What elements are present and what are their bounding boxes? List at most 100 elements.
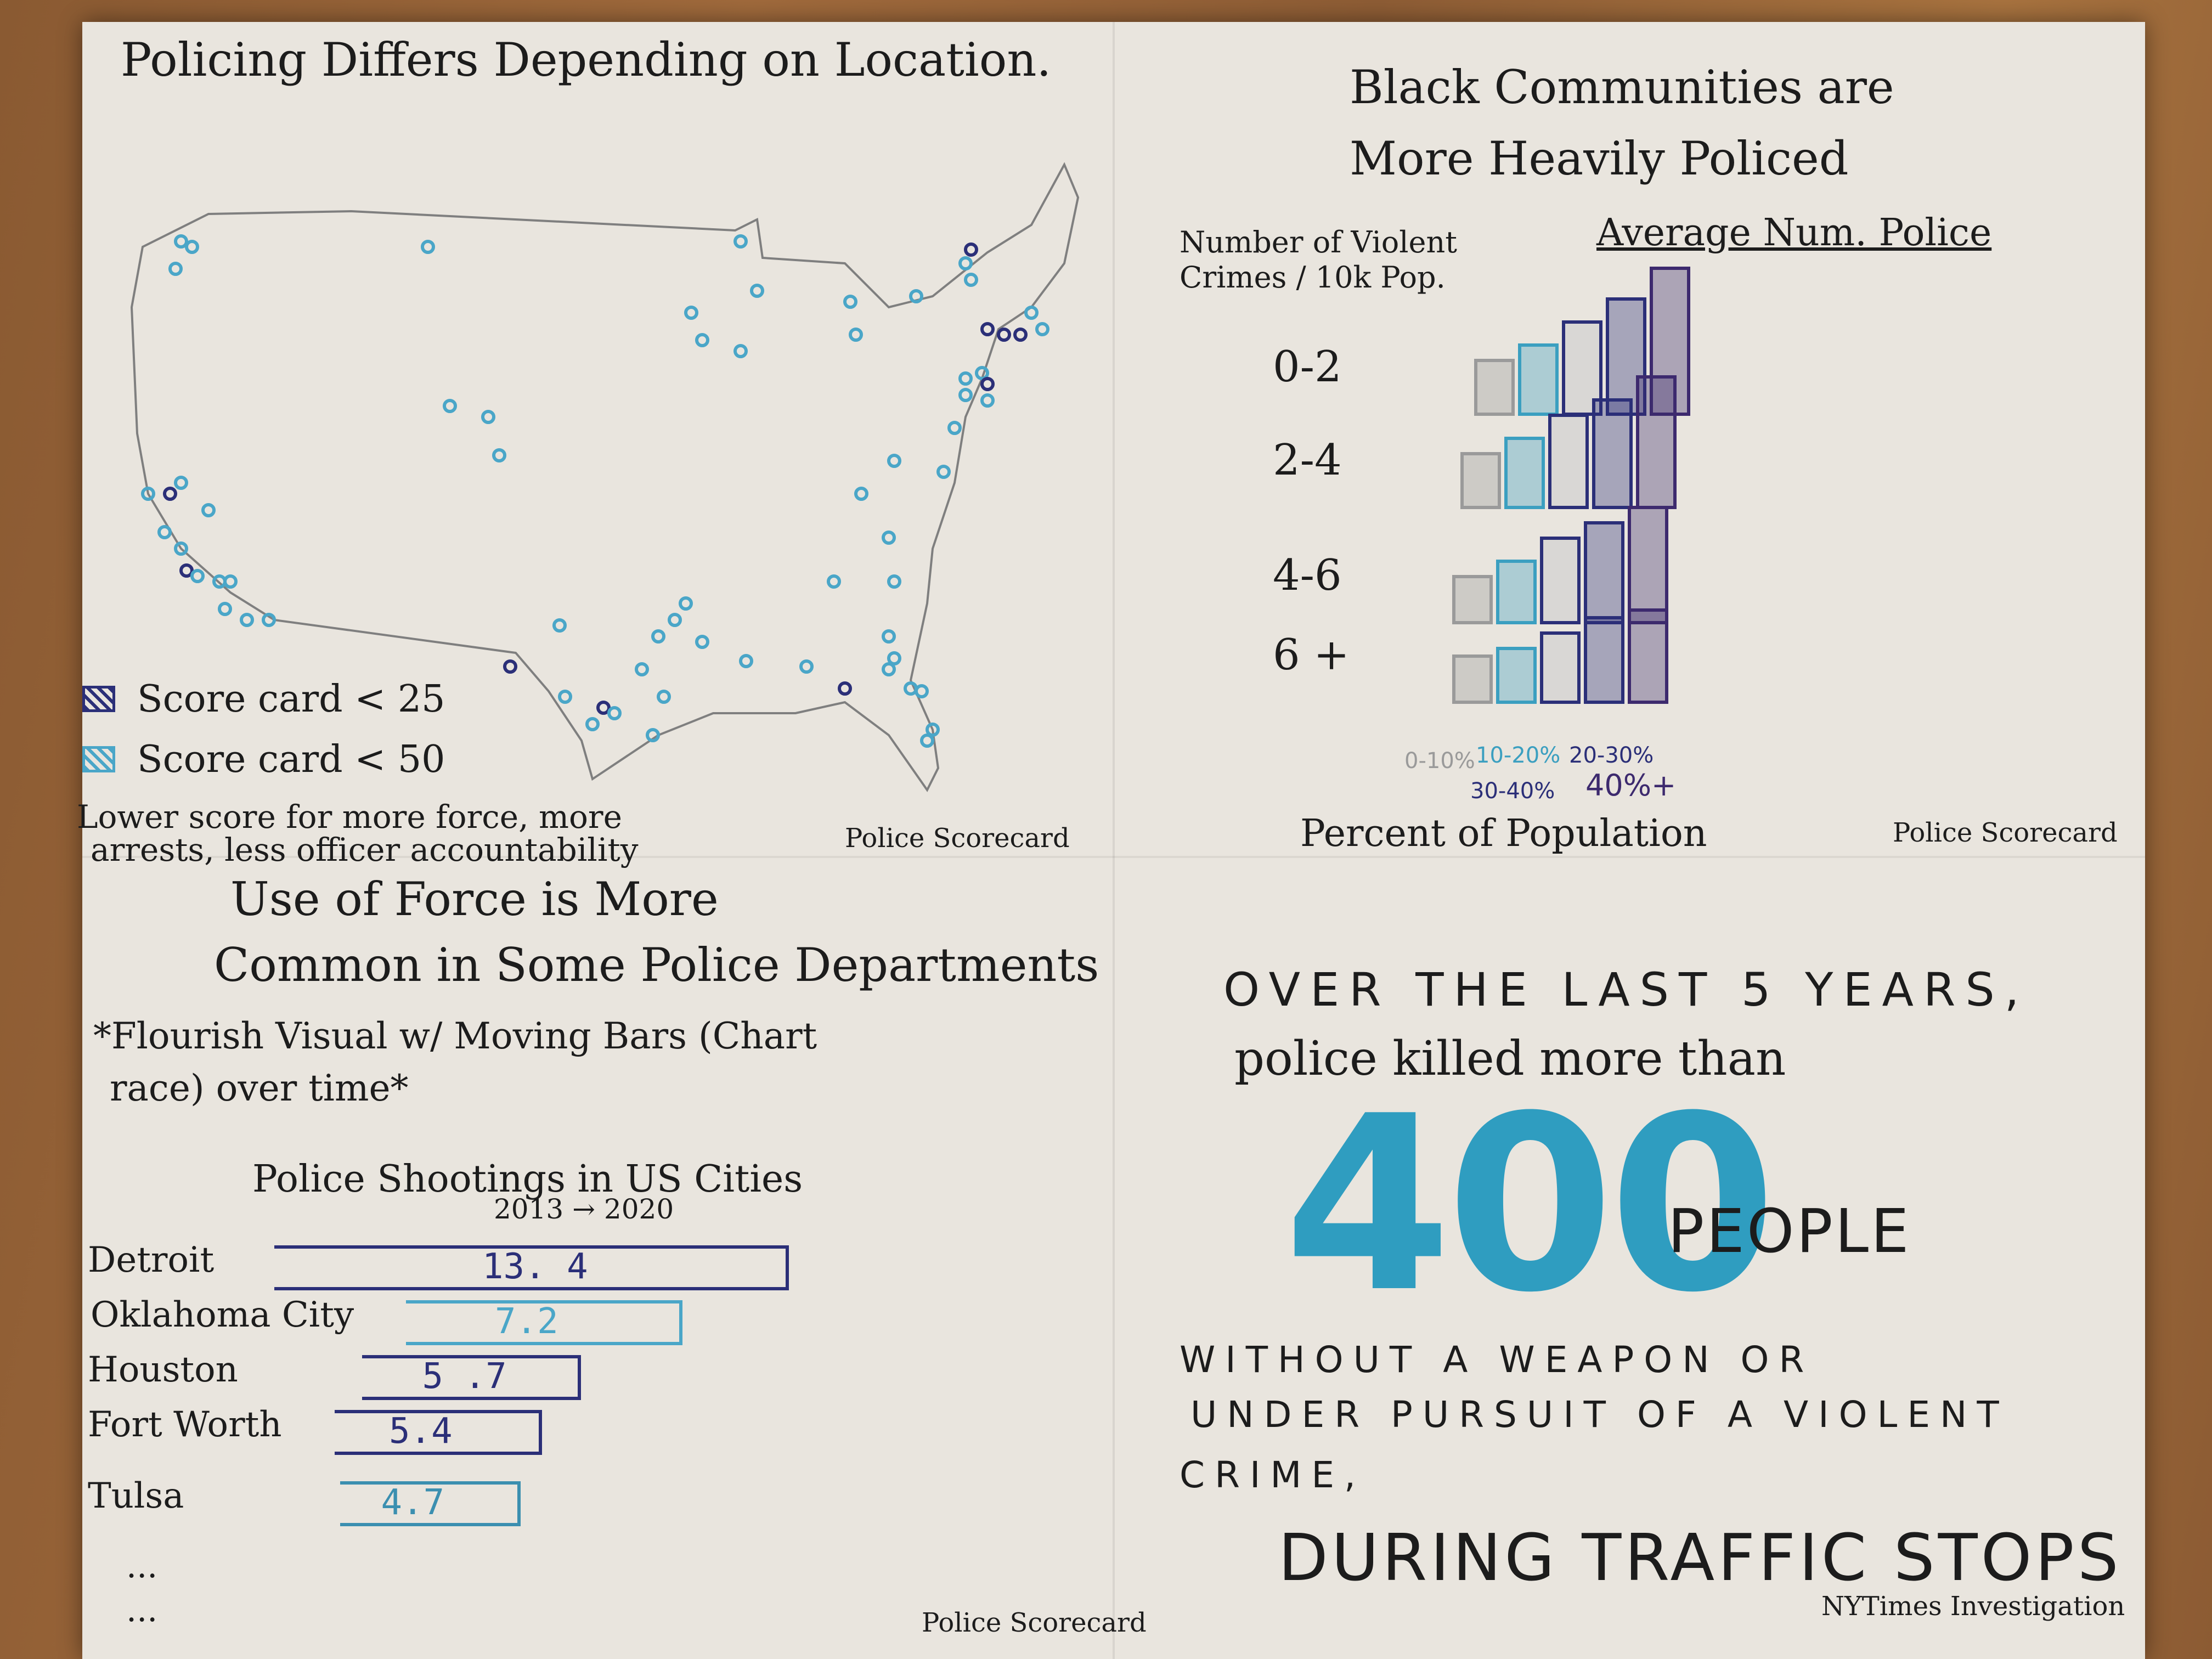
shootings-title-line2: Common in Some Police Departments bbox=[214, 938, 1099, 992]
map-dot bbox=[695, 635, 709, 649]
bar-2-3 bbox=[1584, 521, 1624, 624]
bar-1-4 bbox=[1636, 375, 1677, 509]
map-dot bbox=[958, 388, 973, 402]
series-label-1: 10-20% bbox=[1476, 743, 1560, 768]
shootings-value-3: 5.4 bbox=[389, 1411, 453, 1452]
map-dot bbox=[558, 690, 572, 704]
map-dot bbox=[849, 328, 863, 342]
map-dot bbox=[596, 701, 611, 715]
paper-sheet bbox=[82, 22, 2145, 1659]
stat-line5: CRIME, bbox=[1180, 1454, 1366, 1496]
bar-0-1 bbox=[1518, 343, 1559, 416]
bars-title-line1: Black Communities are bbox=[1350, 60, 1894, 114]
map-dot bbox=[421, 240, 435, 254]
bars-xlabel: Percent of Population bbox=[1300, 812, 1707, 855]
map-dot bbox=[174, 541, 188, 556]
city-label-1: Oklahoma City bbox=[91, 1295, 354, 1335]
map-dot bbox=[657, 690, 671, 704]
map-dot bbox=[843, 295, 857, 309]
map-dot bbox=[980, 322, 995, 336]
bar-0-2 bbox=[1562, 320, 1602, 416]
map-dot bbox=[481, 410, 495, 424]
map-dot bbox=[141, 487, 155, 501]
map-dot bbox=[964, 273, 978, 287]
map-dot bbox=[503, 659, 517, 674]
series-label-3: 30-40% bbox=[1470, 778, 1555, 804]
stat-unit: PEOPLE bbox=[1668, 1196, 1911, 1266]
stat-line4: UNDER PURSUIT OF A VIOLENT bbox=[1190, 1393, 2009, 1436]
bar-1-2 bbox=[1548, 414, 1589, 509]
bar-0-4 bbox=[1650, 267, 1690, 416]
map-dot bbox=[909, 289, 923, 303]
map-dot bbox=[262, 613, 276, 627]
shootings-value-0: 13. 4 bbox=[482, 1246, 588, 1287]
map-dot bbox=[958, 371, 973, 386]
bar-0-0 bbox=[1474, 359, 1515, 416]
paper-fold-vertical bbox=[1113, 22, 1115, 1659]
category-label-3: 6 + bbox=[1273, 630, 1350, 680]
map-dot bbox=[739, 654, 753, 668]
map-dot bbox=[1013, 328, 1028, 342]
city-label-2: Houston bbox=[88, 1350, 238, 1390]
map-dot bbox=[174, 476, 188, 490]
shootings-chart-subtitle: 2013 → 2020 bbox=[494, 1193, 674, 1225]
map-dot bbox=[887, 454, 901, 468]
map-dot bbox=[168, 262, 183, 276]
map-dot bbox=[1035, 322, 1049, 336]
map-dot bbox=[887, 574, 901, 589]
map-dot bbox=[750, 284, 764, 298]
map-dot bbox=[646, 728, 660, 742]
map-title: Policing Differs Depending on Location. bbox=[121, 33, 1052, 87]
map-dot bbox=[887, 651, 901, 665]
map-note-line1: Lower score for more force, more bbox=[77, 798, 622, 836]
map-dot bbox=[926, 723, 940, 737]
shootings-note-line1: *Flourish Visual w/ Moving Bars (Chart bbox=[93, 1015, 817, 1057]
map-dot bbox=[492, 448, 506, 462]
map-note-line2: arrests, less officer accountability bbox=[91, 831, 639, 868]
map-dot bbox=[947, 421, 962, 435]
bar-1-0 bbox=[1460, 452, 1501, 509]
shootings-bar-4 bbox=[340, 1481, 521, 1526]
map-dot bbox=[733, 234, 748, 249]
map-dot bbox=[997, 328, 1011, 342]
stat-number: 400 bbox=[1284, 1064, 1776, 1345]
city-label-3: Fort Worth bbox=[88, 1404, 282, 1445]
shootings-title-line1: Use of Force is More bbox=[230, 872, 719, 926]
map-dot bbox=[201, 503, 216, 517]
legend-swatch-25 bbox=[82, 686, 115, 712]
map-dot bbox=[163, 487, 177, 501]
bar-2-2 bbox=[1540, 537, 1581, 624]
map-dot bbox=[218, 602, 232, 616]
map-dot bbox=[882, 531, 896, 545]
map-dot bbox=[157, 525, 172, 539]
map-dot bbox=[695, 333, 709, 347]
legend-label-25: Score card < 25 bbox=[137, 678, 445, 721]
map-dot bbox=[552, 618, 567, 633]
stat-line2: police killed more than bbox=[1234, 1031, 1786, 1086]
series-label-0: 0-10% bbox=[1404, 748, 1475, 774]
map-dot bbox=[223, 574, 238, 589]
map-dot bbox=[607, 706, 622, 720]
map-dot bbox=[975, 366, 989, 380]
map-dot bbox=[980, 393, 995, 408]
map-dot bbox=[733, 344, 748, 358]
map-dot bbox=[240, 613, 254, 627]
map-dot bbox=[174, 234, 188, 249]
map-dot bbox=[882, 629, 896, 644]
map-dot bbox=[684, 306, 698, 320]
shootings-more-2: ... bbox=[126, 1591, 158, 1629]
series-label-2: 20-30% bbox=[1569, 743, 1654, 768]
bar-1-3 bbox=[1592, 398, 1633, 509]
map-dot bbox=[635, 662, 649, 676]
map-dot bbox=[1024, 306, 1039, 320]
bar-1-1 bbox=[1504, 437, 1545, 509]
category-label-0: 0-2 bbox=[1273, 342, 1342, 392]
map-dot bbox=[668, 613, 682, 627]
map-dot bbox=[190, 569, 205, 583]
legend-swatch-50 bbox=[82, 746, 115, 772]
map-dot bbox=[799, 659, 814, 674]
bars-source: Police Scorecard bbox=[1893, 817, 2118, 848]
shootings-bar-1 bbox=[406, 1300, 682, 1345]
